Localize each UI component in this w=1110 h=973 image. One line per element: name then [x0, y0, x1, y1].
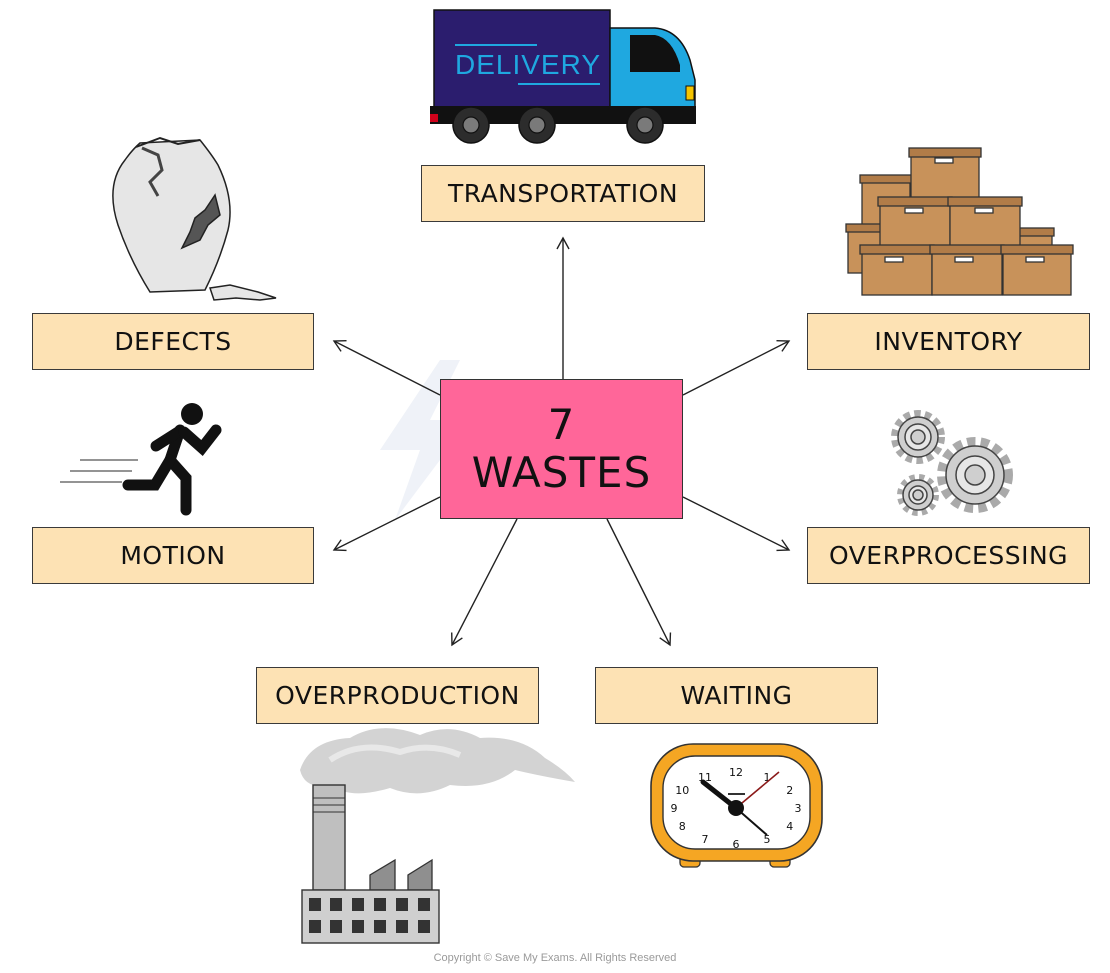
label-overprocessing: OVERPROCESSING: [807, 527, 1090, 584]
clock-number: 1: [764, 771, 771, 784]
arrow-inventory: [682, 339, 791, 396]
boxes-icon: [845, 147, 1074, 296]
arrow-overprocessing: [682, 496, 791, 552]
center-line-2: WASTES: [471, 448, 652, 497]
label-transportation: TRANSPORTATION: [421, 165, 705, 222]
factory-icon: [300, 728, 575, 944]
watermark: [380, 360, 470, 520]
running-person-icon: [60, 403, 222, 516]
copyright-text: Copyright © Save My Exams. All Rights Re…: [433, 952, 677, 964]
clock-number: 4: [786, 820, 793, 833]
delivery-truck-icon: DELIVERY: [430, 9, 696, 144]
arrows: [332, 236, 791, 647]
label-motion: MOTION: [32, 527, 314, 584]
broken-vase-icon: [112, 136, 277, 301]
clock-number: 10: [675, 784, 689, 797]
center-line-1: 7: [547, 399, 576, 449]
center-node: 7 WASTES: [440, 379, 683, 519]
clock-number: 3: [795, 802, 802, 815]
label-defects: DEFECTS: [32, 313, 314, 370]
clock-number: 5: [764, 833, 771, 846]
clock-number: 7: [702, 833, 709, 846]
arrow-waiting: [606, 518, 672, 647]
label-waiting: WAITING: [595, 667, 878, 724]
arrow-motion: [332, 496, 441, 552]
label-overproduction: OVERPRODUCTION: [256, 667, 539, 724]
arrow-overproduction: [451, 518, 518, 647]
clock-number: 9: [671, 802, 678, 815]
clock-number: 2: [786, 784, 793, 797]
gears-icon: [891, 410, 1013, 516]
label-inventory: INVENTORY: [807, 313, 1090, 370]
arrow-defects: [332, 339, 441, 396]
clock-number: 8: [679, 820, 686, 833]
clock-number: 12: [729, 766, 743, 779]
truck-delivery-text: DELIVERY: [455, 49, 601, 80]
clock-number: 6: [733, 838, 740, 851]
